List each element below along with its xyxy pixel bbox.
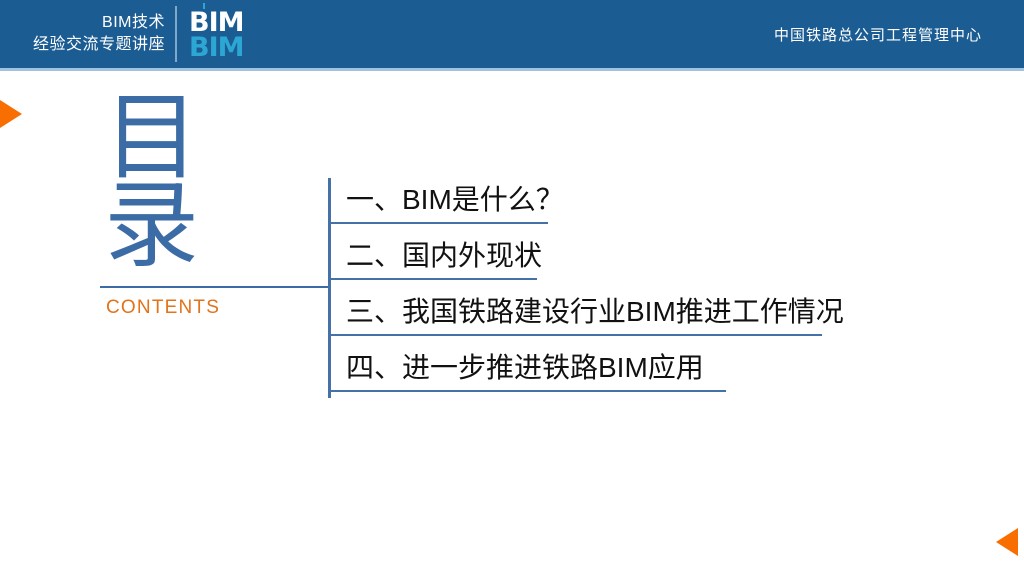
toc-item-2-label: 二、国内外现状: [346, 240, 543, 271]
toc-item-1-label: 一、BIM是什么？: [346, 184, 564, 215]
brand-title-line2: 经验交流专题讲座: [32, 36, 165, 53]
brand-title-line1: BIM技术: [102, 14, 165, 31]
play-triangle-right-icon: [0, 100, 22, 128]
contents-mark-cjk: 目 录: [104, 83, 204, 281]
brand-divider: [175, 6, 177, 62]
toc-item-3-rule: [328, 334, 822, 336]
play-triangle-left-icon: [996, 528, 1018, 556]
header-underline: [0, 68, 1024, 71]
logo-tick-icon: [203, 3, 205, 9]
logo-text-top: BIM: [189, 7, 244, 38]
toc-spine: [328, 178, 331, 398]
bim-logo: BIM BIM: [189, 3, 251, 65]
contents-english-label: CONTENTS: [106, 297, 221, 318]
contents-mark-char-lu: 录: [104, 171, 200, 281]
toc-item-2-rule: [328, 278, 537, 280]
brand-title: BIM技术 经验交流专题讲座: [0, 12, 175, 56]
header-bar: [0, 0, 1024, 68]
logo-text-bottom: BIM: [189, 32, 244, 63]
toc-item-4-label: 四、进一步推进铁路BIM应用: [346, 352, 704, 383]
toc-item-4-rule: [328, 390, 726, 392]
contents-mark: 目 录 CONTENTS: [100, 83, 328, 318]
toc-item-1-rule: [328, 222, 548, 224]
contents-mark-rule: [100, 286, 328, 288]
contents-mark-char-mu: 目: [104, 83, 200, 193]
brand-block: BIM技术 经验交流专题讲座 BIM BIM: [0, 0, 251, 68]
toc-item-3-label: 三、我国铁路建设行业BIM推进工作情况: [346, 296, 844, 327]
organization-name: 中国铁路总公司工程管理中心: [773, 26, 982, 44]
